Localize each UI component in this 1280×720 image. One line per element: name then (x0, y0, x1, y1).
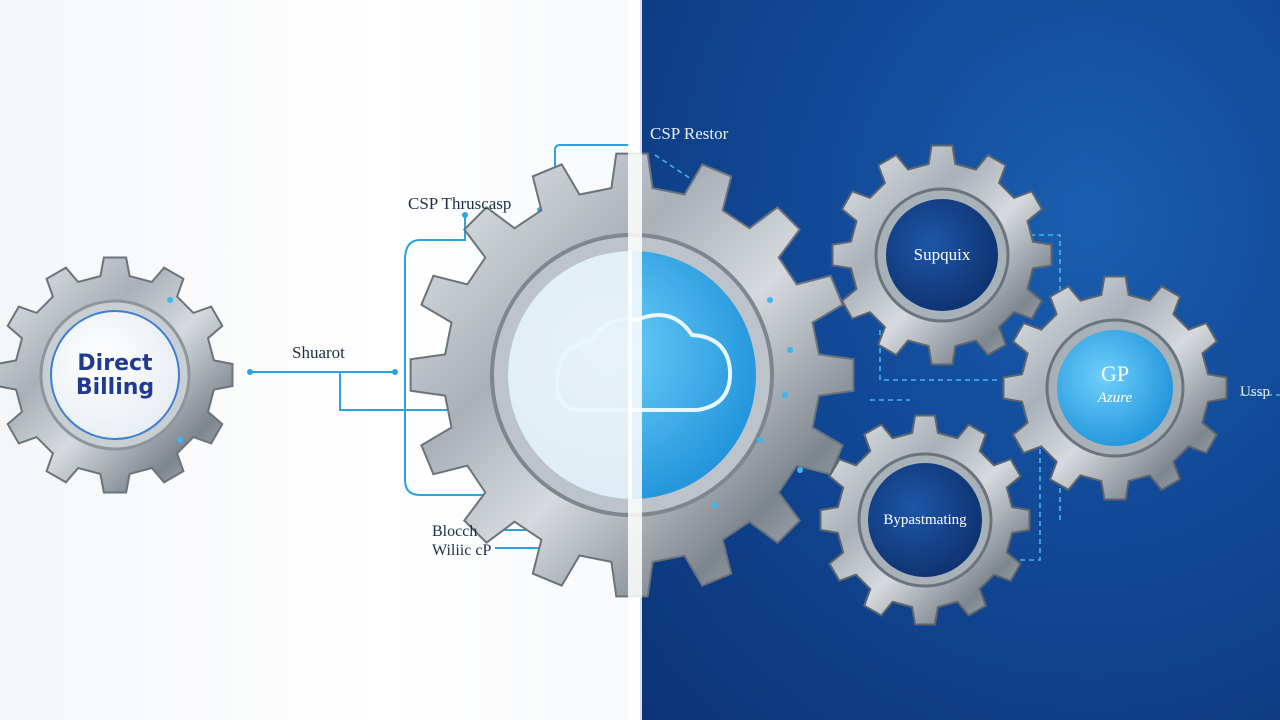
connector-line (879, 330, 1000, 381)
gear-bottom-right (819, 414, 1031, 626)
cloud-icon (554, 313, 733, 412)
gear-direct-billing-label: Direct Billing (55, 352, 175, 400)
connector-line (339, 372, 470, 411)
circuit-dots (167, 297, 803, 508)
block-label: Blocch Wiliic cP (432, 522, 491, 560)
shuarot-label: Shuarot (292, 343, 345, 362)
gear-label-line: GP (1100, 361, 1130, 386)
right-edge-label: Ussp (1240, 384, 1271, 400)
gear-top-right (831, 144, 1053, 366)
connector-line (404, 215, 490, 496)
csp-thruscap-label: CSP Thruscasp (408, 194, 512, 213)
gear-label-line: Billing (75, 375, 155, 400)
gear-middle-right (1002, 275, 1228, 501)
block-label-line: Blocch (432, 523, 478, 540)
gear-label-line: Direct (77, 351, 153, 376)
gear-top-right-label: Supquix (913, 245, 971, 264)
gear-direct-billing (0, 256, 234, 494)
split-divider (628, 0, 642, 720)
gear-middle-right-label: GP Azure (1065, 362, 1165, 410)
gear-label-line: Azure (1097, 390, 1133, 406)
csp-restor-label: CSP Restor (650, 124, 729, 143)
connector-line (554, 144, 630, 151)
gear-bottom-right-label: Bypastmating (883, 512, 967, 528)
block-label-line: Wiliic cP (432, 542, 492, 559)
connector-line (1030, 234, 1061, 290)
